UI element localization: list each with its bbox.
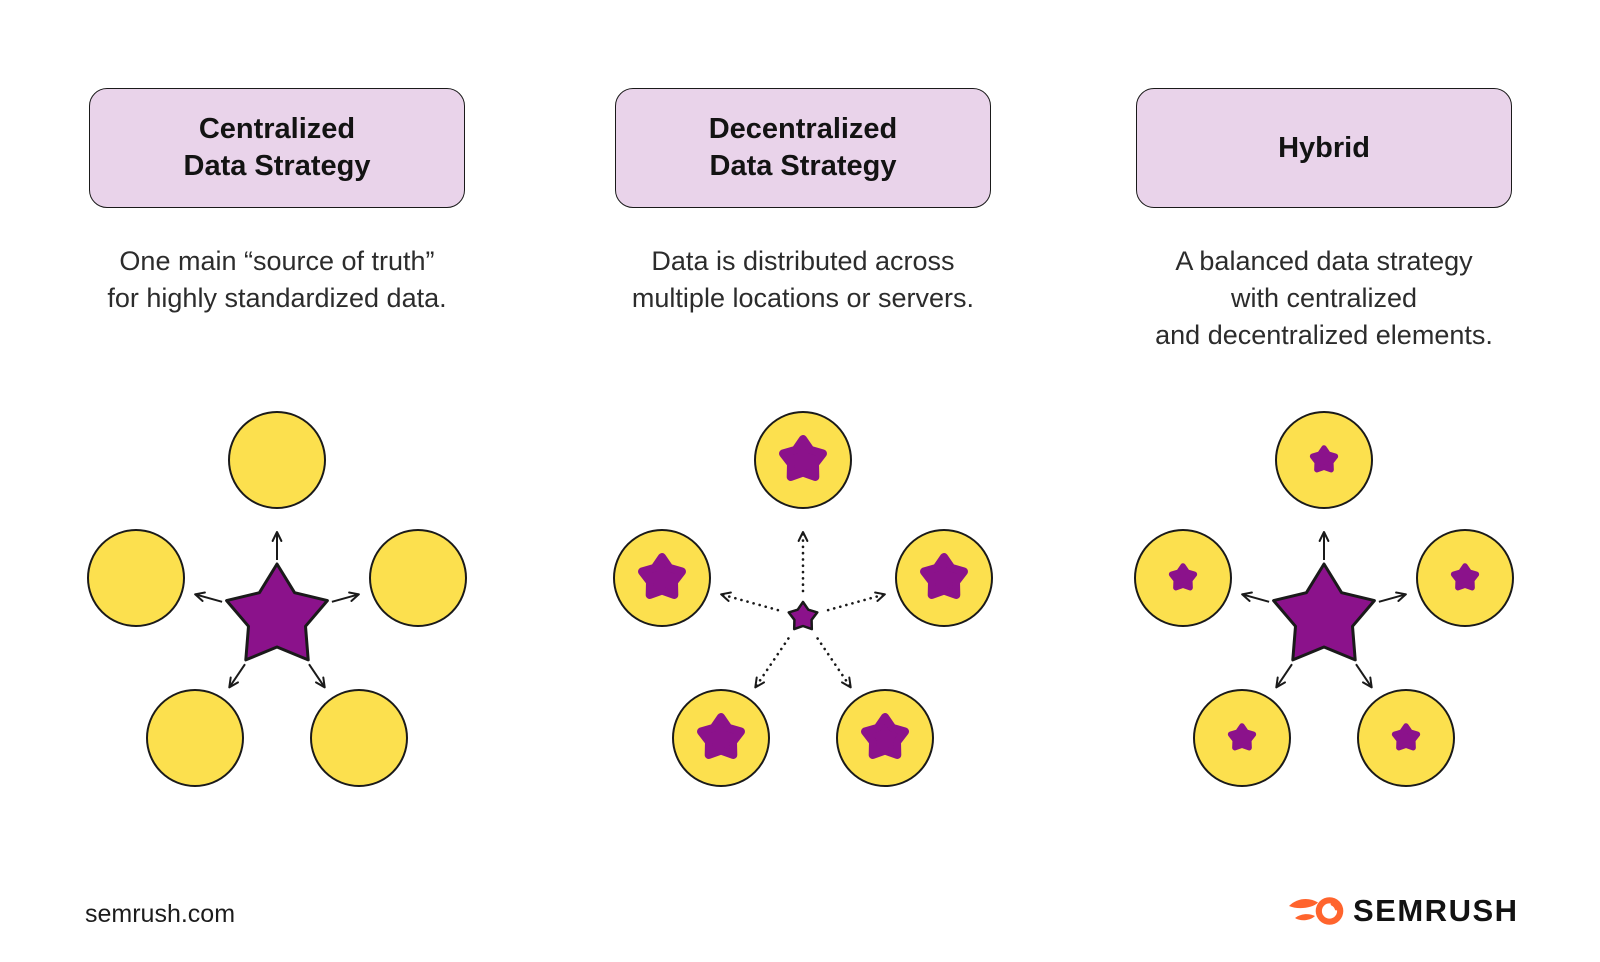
description-line: with centralized (1230, 283, 1418, 313)
solid-arrow (1355, 663, 1373, 688)
description-line: for highly standardized data. (107, 283, 447, 313)
node-star-icon (861, 713, 909, 759)
solid-arrow (308, 663, 326, 688)
node-star-icon (1450, 563, 1480, 591)
arrowhead-icon (720, 591, 732, 602)
dotted-arrow (754, 637, 790, 689)
description-line: One main “source of truth” (119, 246, 435, 276)
column-title-line: Hybrid (1278, 131, 1370, 164)
center-star-icon (1272, 562, 1376, 662)
arrowhead-icon (271, 531, 283, 542)
description-line: Data is distributed across (651, 246, 955, 276)
header-hybrid: Hybrid (1136, 88, 1512, 208)
arrowhead-icon (1362, 676, 1373, 689)
semrush-logo: SEMRUSH (1288, 893, 1519, 929)
description-line: multiple locations or servers. (631, 283, 975, 313)
arrowhead-icon (754, 676, 765, 689)
arrowhead-icon (1241, 591, 1253, 602)
column-title-line: Centralized (198, 113, 356, 145)
semrush-flame-icon (1289, 897, 1344, 925)
node-star-icon (920, 553, 968, 599)
arrowhead-icon (874, 591, 886, 602)
column-title-line: Data Strategy (709, 150, 897, 182)
site-label: semrush.com (85, 900, 236, 928)
node-star-icon (1309, 445, 1339, 473)
diagram-centralized (87, 411, 467, 787)
arrowhead-icon (797, 531, 809, 542)
node-star-icon (779, 435, 827, 481)
arrowhead-icon (841, 676, 852, 689)
node-star-icon (638, 553, 686, 599)
node-circle (146, 689, 244, 787)
arrowhead-icon (228, 676, 239, 689)
arrowhead-icon (194, 591, 206, 602)
solid-arrow (228, 663, 246, 688)
node-circle (369, 529, 467, 627)
arrowhead-icon (1275, 676, 1286, 689)
node-star-icon (697, 713, 745, 759)
solid-arrow (331, 593, 360, 603)
node-star-icon (1391, 723, 1421, 751)
description-hybrid: A balanced data strategy with centralized… (1064, 243, 1584, 354)
arrowhead-icon (1318, 531, 1330, 542)
description-line: and decentralized elements. (1155, 320, 1493, 350)
description-centralized: One main “source of truth” for highly sta… (17, 243, 537, 317)
semrush-wordmark: SEMRUSH (1353, 893, 1519, 928)
description-line: A balanced data strategy (1175, 246, 1473, 276)
diagram-decentralized (613, 411, 993, 787)
solid-arrow (1378, 593, 1407, 603)
dotted-arrow (826, 593, 887, 612)
dotted-arrow (816, 637, 852, 689)
solid-arrow (194, 593, 223, 603)
solid-arrow (1275, 663, 1293, 688)
dotted-arrow (719, 593, 780, 612)
description-decentralized: Data is distributed across multiple locat… (543, 243, 1063, 317)
node-star-icon (1227, 723, 1257, 751)
arrowhead-icon (1395, 591, 1407, 602)
node-circle (310, 689, 408, 787)
solid-arrow (1241, 593, 1270, 603)
center-star-icon (787, 600, 819, 631)
arrowhead-icon (348, 591, 360, 602)
node-circle (87, 529, 185, 627)
diagram-hybrid (1134, 411, 1514, 787)
center-star-icon (225, 562, 329, 662)
node-circle (228, 411, 326, 509)
column-title-line: Decentralized (708, 113, 898, 145)
column-title-line: Data Strategy (183, 150, 371, 182)
arrowhead-icon (315, 676, 326, 689)
node-star-icon (1168, 563, 1198, 591)
